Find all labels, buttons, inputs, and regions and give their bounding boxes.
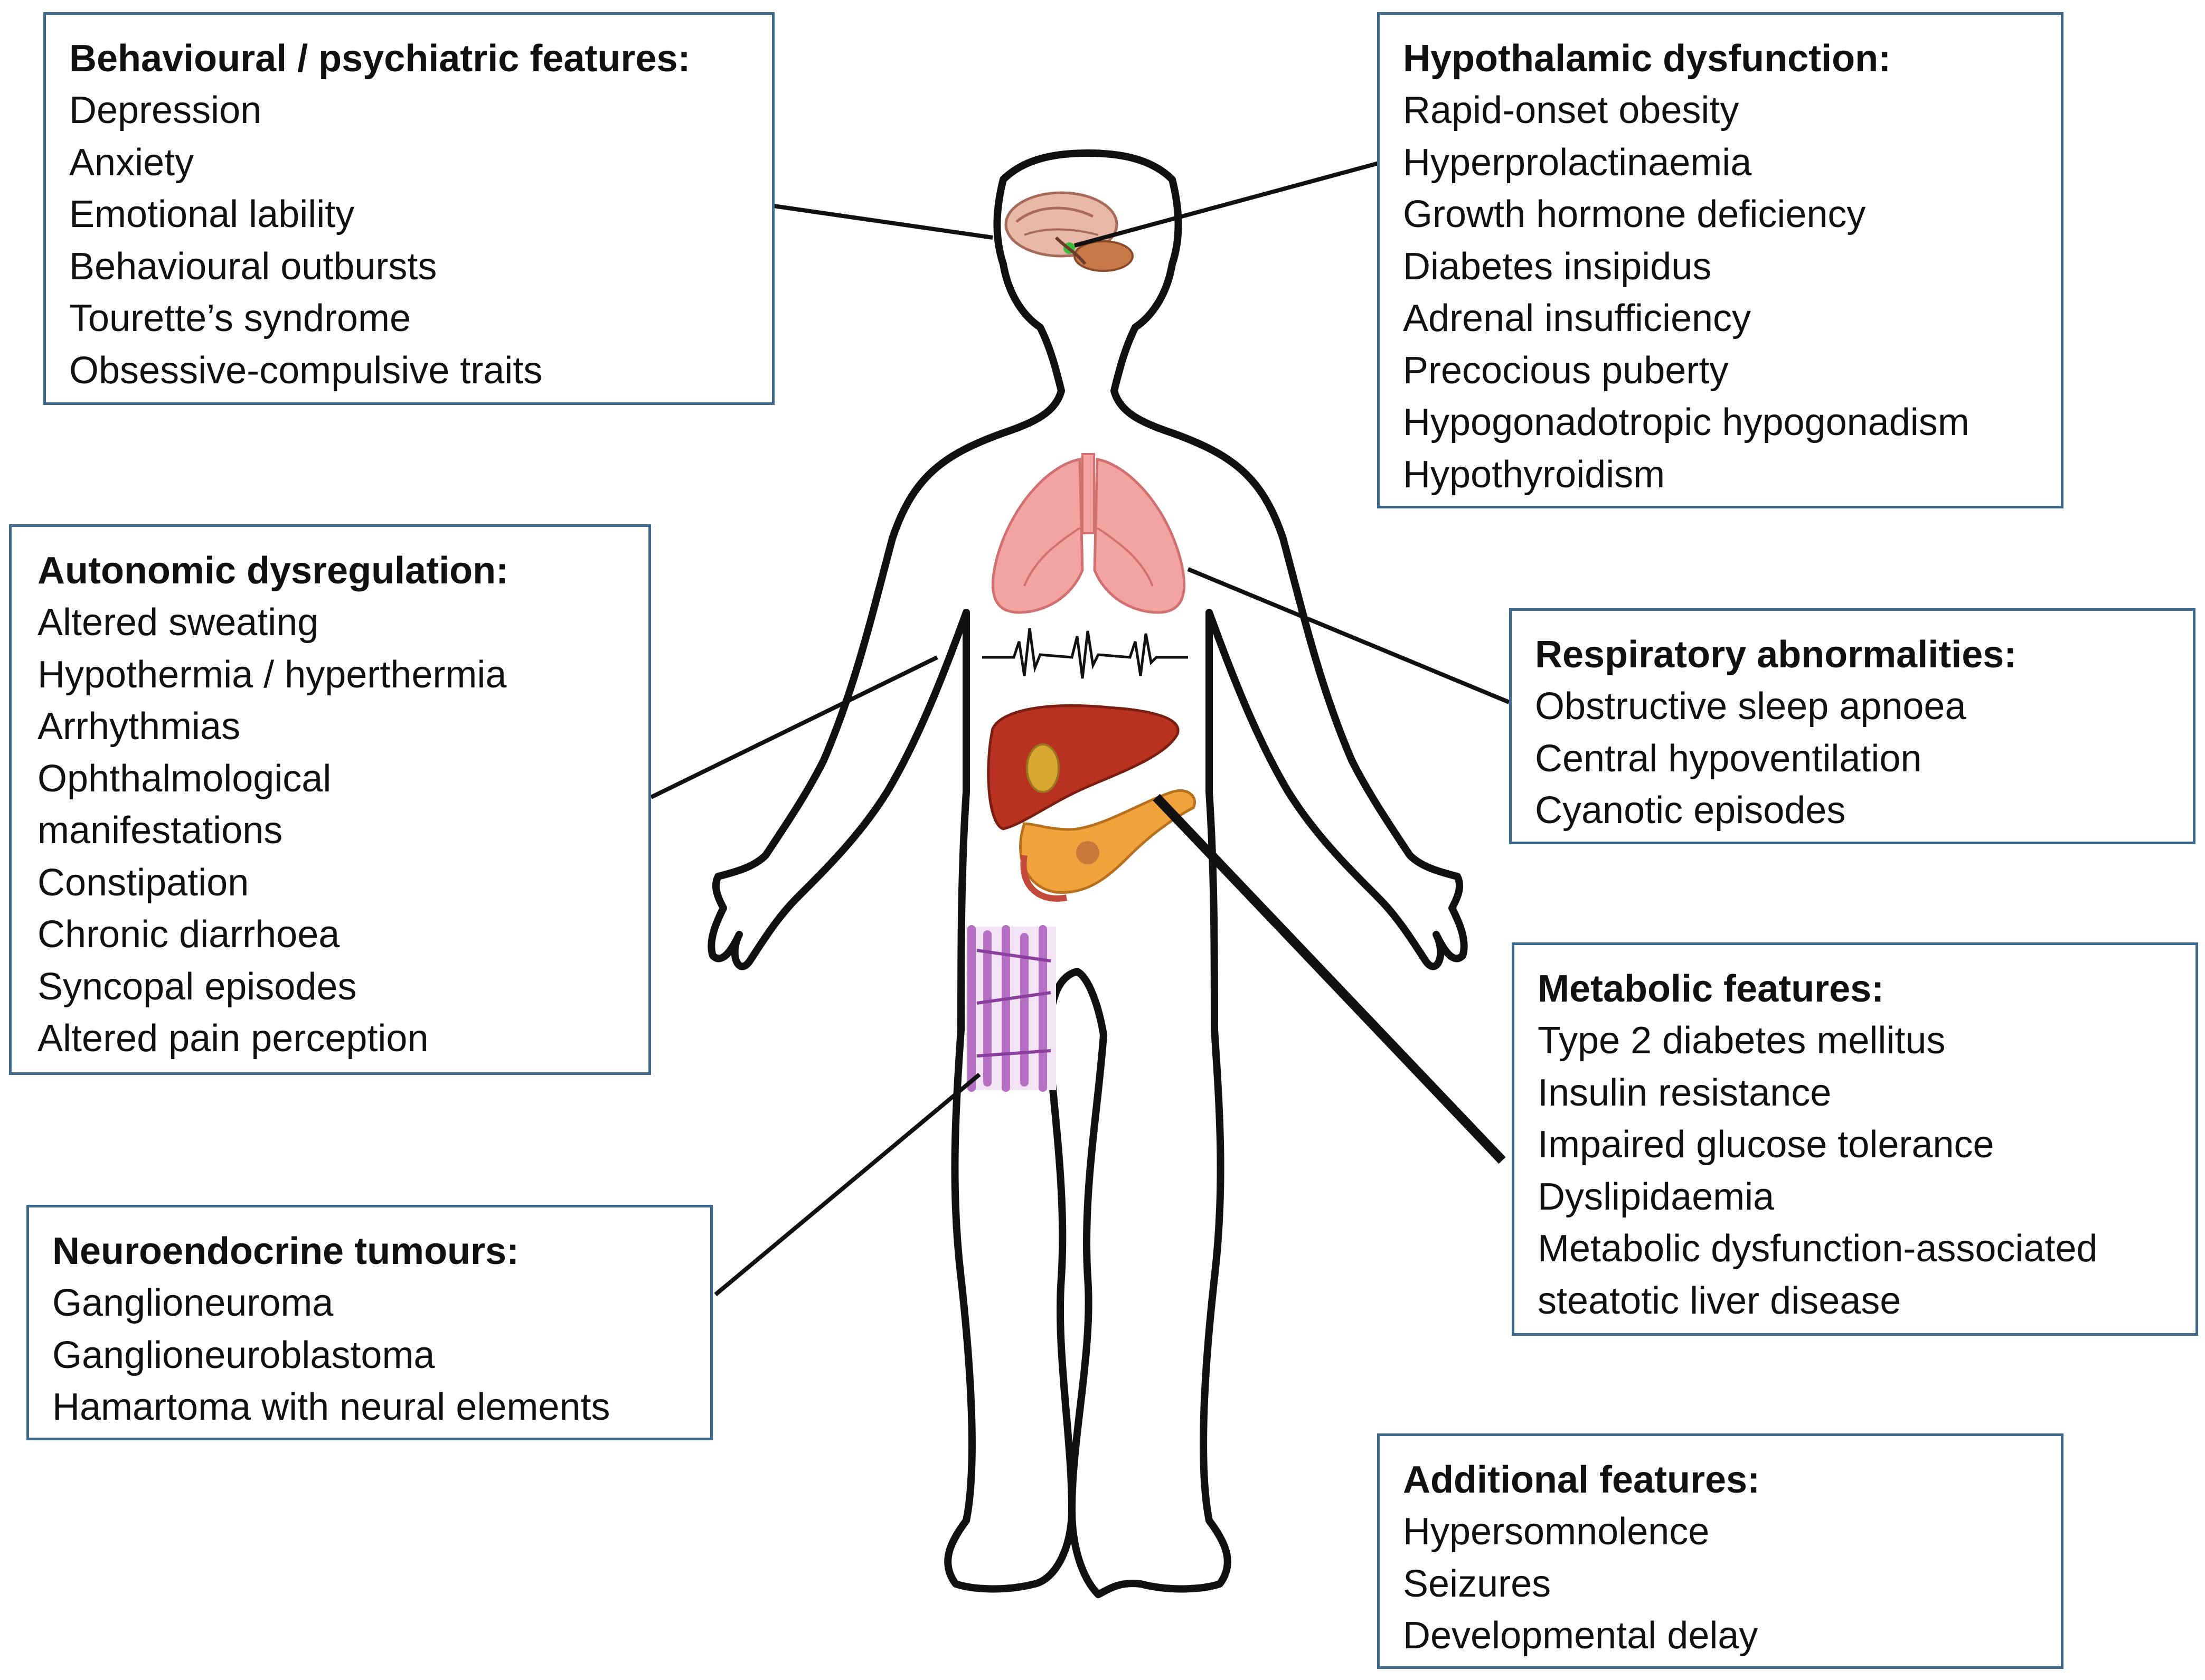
list-item: Arrhythmias [37, 705, 241, 748]
list-item: Seizures [1403, 1562, 1551, 1605]
metabolic-heading: Metabolic features: [1538, 968, 1884, 1010]
autonomic-box: Autonomic dysregulation: Altered sweatin… [9, 524, 651, 1075]
list-item: Growth hormone deficiency [1403, 193, 1866, 235]
brain-icon [1004, 191, 1134, 272]
list-item: Hamartoma with neural elements [52, 1386, 610, 1428]
list-item: Metabolic dysfunction-associated steatot… [1538, 1228, 2098, 1322]
tissue-histology-icon [966, 925, 1056, 1092]
list-item: Type 2 diabetes mellitus [1538, 1020, 1946, 1062]
respiratory-heading: Respiratory abnormalities: [1535, 634, 2017, 676]
list-item: Hypothyroidism [1403, 453, 1665, 496]
respiratory-box: Respiratory abnormalities: Obstructive s… [1509, 608, 2195, 844]
liver-icon [987, 704, 1180, 830]
heartbeat-icon [982, 628, 1188, 679]
list-item: Syncopal episodes [37, 965, 357, 1008]
list-item: Ganglioneuroma [52, 1282, 334, 1324]
behavioural-heading: Behavioural / psychiatric features: [69, 37, 691, 80]
list-item: Altered pain perception [37, 1017, 429, 1060]
list-item: Ganglioneuroblastoma [52, 1334, 435, 1376]
autonomic-heading: Autonomic dysregulation: [37, 550, 509, 592]
additional-heading: Additional features: [1403, 1459, 1760, 1501]
list-item: Obstructive sleep apnoea [1535, 685, 1966, 728]
list-item: Impaired glucose tolerance [1538, 1124, 1994, 1166]
list-item: Emotional lability [69, 193, 355, 235]
list-item: Anxiety [69, 141, 194, 184]
behavioural-box: Behavioural / psychiatric features: Depr… [43, 12, 775, 405]
list-item: Hypothermia / hyperthermia [37, 653, 507, 696]
list-item: Hyperprolactinaemia [1403, 141, 1752, 184]
list-item: Hypogonadotropic hypogonadism [1403, 401, 1970, 443]
connector-lines [650, 153, 1510, 1297]
list-item: Adrenal insufficiency [1403, 297, 1751, 339]
list-item: Chronic diarrhoea [37, 913, 340, 956]
list-item: Diabetes insipidus [1403, 245, 1712, 288]
list-item: Behavioural outbursts [69, 245, 437, 288]
list-item: Precocious puberty [1403, 349, 1729, 392]
lungs-icon [991, 453, 1186, 614]
list-item: Hypersomnolence [1403, 1511, 1710, 1553]
list-item: Obsessive-compulsive traits [69, 349, 543, 392]
list-item: Altered sweating [37, 601, 319, 644]
list-item: Insulin resistance [1538, 1071, 1832, 1114]
neuroendocrine-box: Neuroendocrine tumours: Ganglioneuroma G… [26, 1205, 713, 1440]
list-item: Depression [69, 89, 262, 131]
pancreas-icon [1019, 789, 1196, 902]
hypothalamic-heading: Hypothalamic dysfunction: [1403, 37, 1891, 80]
list-item: Cyanotic episodes [1535, 789, 1846, 832]
metabolic-box: Metabolic features: Type 2 diabetes mell… [1512, 942, 2198, 1336]
body-outline [708, 149, 1468, 1598]
list-item: Constipation [37, 861, 249, 904]
neuroendocrine-heading: Neuroendocrine tumours: [52, 1230, 520, 1272]
list-item: Rapid-onset obesity [1403, 89, 1739, 131]
hypothalamic-box: Hypothalamic dysfunction: Rapid-onset ob… [1377, 12, 2063, 508]
list-item: Tourette’s syndrome [69, 297, 411, 339]
list-item: Developmental delay [1403, 1615, 1758, 1657]
list-item: Dyslipidaemia [1538, 1175, 1775, 1218]
list-item: Ophthalmological manifestations [37, 757, 332, 852]
additional-box: Additional features: Hypersomnolence Sei… [1377, 1433, 2063, 1669]
list-item: Central hypoventilation [1535, 737, 1922, 780]
